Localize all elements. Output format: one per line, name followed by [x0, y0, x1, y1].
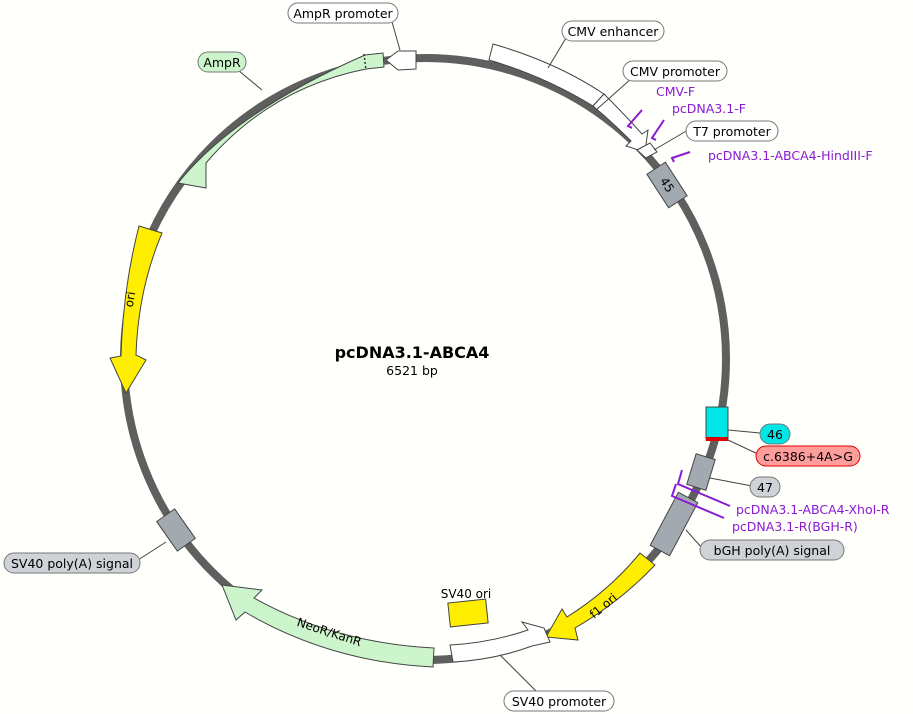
- leader-sv40-promoter: [499, 654, 541, 696]
- bgh-polya-block[interactable]: [649, 491, 699, 557]
- sv40-ori-label: SV40 ori: [441, 587, 492, 601]
- leader-ampr-promoter: [391, 21, 401, 51]
- primer-cmv-f-label: CMV-F: [656, 84, 695, 99]
- f1-ori-arrow[interactable]: [545, 552, 656, 641]
- callout-exon-47[interactable]: 47: [749, 476, 781, 498]
- primer-bgh-r-mark: [670, 483, 725, 519]
- sv40-promoter-arrow[interactable]: [449, 621, 551, 663]
- primer-bgh-r-label: pcDNA3.1-R(BGH-R): [732, 519, 858, 534]
- bgh-polya-text: bGH poly(A) signal: [714, 543, 831, 558]
- callout-sv40-promoter[interactable]: SV40 promoter: [503, 690, 615, 712]
- leader-exon-46: [727, 429, 761, 434]
- callout-exon-46[interactable]: 46: [759, 423, 791, 445]
- exon-45-block[interactable]: 45: [646, 161, 688, 209]
- leader-exon-47: [709, 477, 753, 487]
- sv40-polya-text: SV40 poly(A) signal: [11, 556, 133, 571]
- cmv-enhancer-text: CMV enhancer: [568, 24, 660, 39]
- sv40-polya-block[interactable]: [155, 508, 197, 552]
- leader-bgh-polya: [685, 529, 703, 549]
- ampr-promoter-text: AmpR promoter: [293, 6, 393, 21]
- cmv-enhancer-arrow[interactable]: [488, 43, 605, 107]
- sv40-promoter-text: SV40 promoter: [512, 694, 607, 709]
- primer-xhoi-r-mark: [676, 469, 731, 507]
- callout-sv40-polya[interactable]: SV40 poly(A) signal: [3, 552, 141, 574]
- neor-kanr-arrow[interactable]: [221, 584, 435, 668]
- leader-ampr: [237, 69, 263, 91]
- leader-cmv-enhancer: [547, 37, 567, 69]
- ampr-promoter-arrow[interactable]: [385, 50, 417, 71]
- leader-sv40-polya: [137, 541, 167, 561]
- primer-hindiii-f-label: pcDNA3.1-ABCA4-HindIII-F: [708, 148, 873, 163]
- leader-variant: [727, 439, 761, 456]
- ampr-label: AmpR: [0, 0, 3, 1]
- exon-47-text: 47: [757, 480, 773, 495]
- primer-pcdna-f-mark: [650, 119, 665, 141]
- plasmid-size: 6521 bp: [386, 363, 438, 378]
- primer-cmv-f-mark: [626, 109, 643, 129]
- ori-label: ori: [122, 290, 138, 308]
- callout-ampr-promoter[interactable]: AmpR promoter: [287, 2, 399, 24]
- exon-45-label: 45: [657, 175, 677, 195]
- callout-variant[interactable]: c.6386+4A>G: [755, 445, 861, 467]
- variant-text: c.6386+4A>G: [763, 449, 853, 464]
- leader-cmv-promoter: [595, 77, 633, 111]
- callout-t7-promoter[interactable]: T7 promoter: [685, 120, 779, 142]
- exon-47-block[interactable]: [686, 453, 716, 491]
- exon-46-block[interactable]: [705, 406, 729, 440]
- sv40-ori-box[interactable]: [447, 598, 489, 628]
- primer-pcdna-f-label: pcDNA3.1-F: [672, 101, 746, 116]
- primer-hindiii-f-mark: [670, 151, 691, 163]
- cmv-promoter-arrow[interactable]: [592, 93, 649, 153]
- cmv-promoter-text: CMV promoter: [630, 64, 721, 79]
- exon-46-text: 46: [767, 427, 783, 442]
- callout-cmv-enhancer[interactable]: CMV enhancer: [561, 20, 665, 42]
- ampr-callout-text: AmpR: [203, 55, 241, 70]
- leader-t7-promoter: [653, 129, 689, 151]
- callout-ampr[interactable]: AmpR: [197, 51, 247, 73]
- ampr-cut-mark: [363, 53, 367, 71]
- t7-promoter-arrow[interactable]: [636, 142, 658, 159]
- callout-cmv-promoter[interactable]: CMV promoter: [622, 60, 728, 82]
- plasmid-name: pcDNA3.1-ABCA4: [335, 343, 490, 362]
- primer-xhoi-r-label: pcDNA3.1-ABCA4-XhoI-R: [736, 502, 890, 517]
- t7-promoter-text: T7 promoter: [692, 124, 771, 139]
- ori-arrow[interactable]: [109, 225, 163, 395]
- variant-tick: [706, 437, 728, 441]
- ampr-arrow[interactable]: [177, 52, 385, 189]
- callout-bgh-polya[interactable]: bGH poly(A) signal: [699, 539, 845, 561]
